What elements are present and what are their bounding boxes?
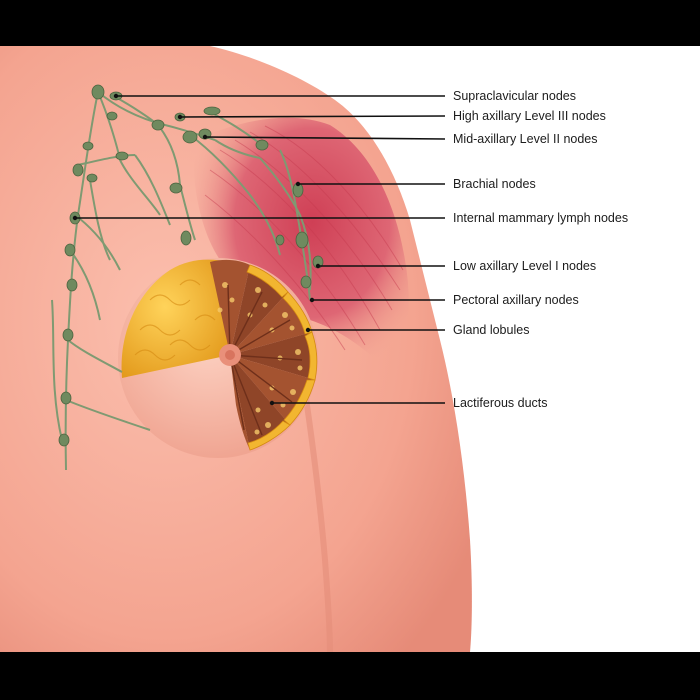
leader-lines xyxy=(75,95,446,404)
leader-high-axillary xyxy=(179,115,446,118)
label-mid-axillary-nodes: Mid-axillary Level II nodes xyxy=(453,132,598,146)
fat-lobule-texture xyxy=(134,279,216,361)
nipple xyxy=(225,350,235,360)
label-brachial-nodes: Brachial nodes xyxy=(453,177,536,191)
label-low-axillary-nodes: Low axillary Level I nodes xyxy=(453,259,597,273)
duct-lines xyxy=(227,284,303,436)
label-internal-mammary-nodes: Internal mammary lymph nodes xyxy=(453,211,629,225)
leader-mid-axillary xyxy=(204,136,446,140)
label-supraclavicular-nodes: Supraclavicular nodes xyxy=(453,89,576,103)
lymph-node-markers xyxy=(58,84,324,447)
leader-endpoints xyxy=(72,93,321,406)
label-gland-lobules: Gland lobules xyxy=(453,323,530,337)
label-lactiferous-ducts: Lactiferous ducts xyxy=(453,396,548,410)
muscle-fibers xyxy=(204,125,404,351)
arm-edge-shadow xyxy=(297,359,333,653)
label-high-axillary-nodes: High axillary Level III nodes xyxy=(453,109,606,123)
fat-tissue xyxy=(121,259,230,378)
label-pectoral-axillary-nodes: Pectoral axillary nodes xyxy=(453,293,579,307)
